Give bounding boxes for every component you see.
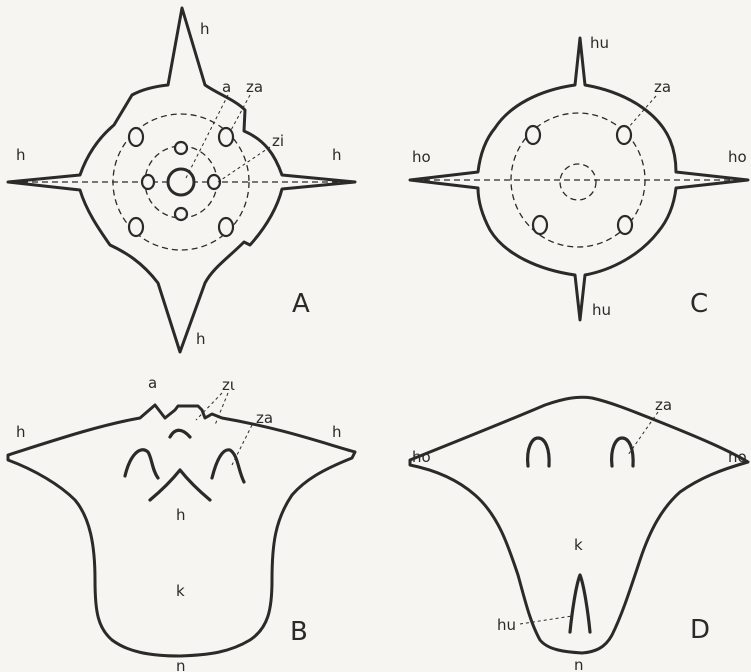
panel-b-label-h-center: h <box>176 506 186 524</box>
panel-c-label-ho-right: ho <box>728 148 747 166</box>
panel-b-leader-za <box>232 425 252 465</box>
panel-d-leader-hu <box>520 616 572 624</box>
panel-a-label-h-top: h <box>200 20 210 38</box>
panel-a: h a za zi h h h A <box>8 8 355 352</box>
panel-a-label-za: za <box>246 78 263 96</box>
panel-c-za-pore-ul <box>526 126 540 144</box>
panel-c-label-ho-left: ho <box>412 148 431 166</box>
panel-a-zi-pore-left <box>142 175 154 189</box>
panel-a-zi-pore-top <box>175 142 187 154</box>
panel-d-label-k: k <box>574 536 583 554</box>
panel-a-central-opening <box>168 169 194 195</box>
panel-a-za-pore-ll <box>129 218 143 236</box>
panel-c: hu za ho ho hu C <box>410 34 748 320</box>
panel-c-label-hu-bottom: hu <box>592 301 611 319</box>
panel-b-zi-mark-center <box>170 430 190 437</box>
panel-b: a zι za h h h k n B <box>8 374 355 672</box>
panel-b-label-zi: zι <box>222 376 235 394</box>
panel-a-zi-pore-bottom <box>175 208 187 220</box>
panel-c-label-hu-top: hu <box>590 34 609 52</box>
panel-c-za-pore-lr <box>618 216 632 234</box>
panel-d: za ho ho k hu n D <box>410 396 748 672</box>
panel-b-label-za: za <box>256 409 273 427</box>
panel-c-label-za: za <box>654 78 671 96</box>
panel-a-za-pore-ul <box>129 128 143 146</box>
panel-b-h-chevron <box>150 470 210 500</box>
panel-b-za-mark-left <box>125 450 158 478</box>
panel-d-letter: D <box>690 615 710 645</box>
panel-c-za-pore-ur <box>617 126 631 144</box>
panel-c-za-pore-ll <box>533 216 547 234</box>
panel-c-inner-circle <box>560 164 596 200</box>
panel-b-za-mark-right <box>212 450 244 482</box>
panel-d-label-n: n <box>574 656 584 672</box>
panel-a-label-a: a <box>222 78 231 96</box>
panel-a-label-zi: zi <box>272 132 284 150</box>
panel-c-outline <box>410 38 748 320</box>
panel-a-label-h-bottom: h <box>196 330 206 348</box>
panel-b-label-a: a <box>148 374 157 392</box>
panel-a-letter: A <box>292 289 310 319</box>
panel-d-label-ho-right: ho <box>728 448 747 466</box>
panel-b-label-h-right: h <box>332 423 342 441</box>
panel-d-za-mark-left <box>528 438 550 466</box>
panel-d-leader-za <box>628 412 658 455</box>
panel-d-label-ho-left: ho <box>412 448 431 466</box>
panel-d-hu-mark <box>570 575 590 632</box>
panel-c-letter: C <box>690 289 708 319</box>
panel-a-label-h-left: h <box>16 146 26 164</box>
panel-b-label-n: n <box>176 657 186 672</box>
panel-d-label-za: za <box>655 396 672 414</box>
panel-a-leader-zi <box>218 147 270 182</box>
panel-a-label-h-right: h <box>332 146 342 164</box>
panel-b-letter: B <box>290 617 308 647</box>
panel-a-za-pore-ur <box>219 128 233 146</box>
panel-a-za-pore-lr <box>219 218 233 236</box>
panel-b-label-h-left: h <box>16 423 26 441</box>
panel-d-label-hu: hu <box>497 616 516 634</box>
panel-b-label-k: k <box>176 582 185 600</box>
